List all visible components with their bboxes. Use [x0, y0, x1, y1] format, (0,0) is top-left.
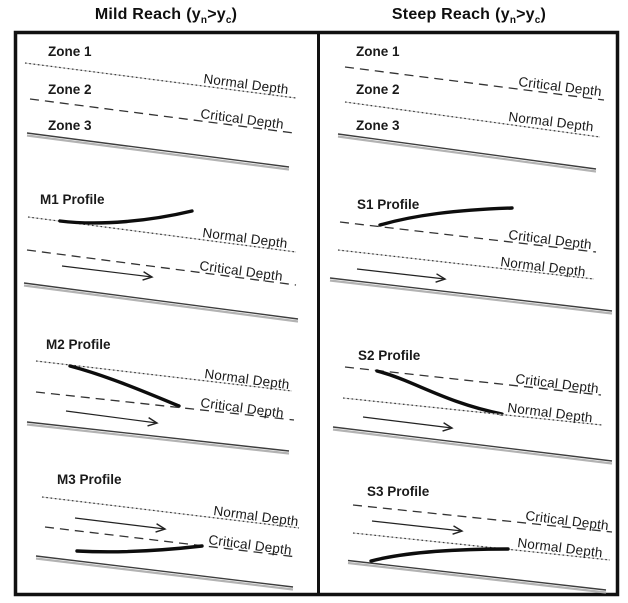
steep-reach-title: Steep Reach(yn>yc) — [318, 3, 620, 27]
channel-bed-shadow — [26, 134, 290, 171]
normal-depth-label: Normal Depth — [500, 254, 587, 279]
channel-bed-line — [347, 559, 607, 591]
m2-profile-curve — [68, 364, 181, 408]
cond-mid: >y — [207, 6, 226, 23]
normal-depth-line — [342, 397, 603, 426]
normal-depth-line — [352, 532, 611, 561]
steep-title-text: Steep Reach — [391, 6, 491, 23]
channel-bed-line — [337, 133, 597, 170]
cond-open: (y — [186, 6, 201, 23]
sub-n: n — [509, 15, 517, 27]
s2-profile-label: S2 Profile — [358, 348, 421, 363]
critical-depth-label: Critical Depth — [199, 258, 284, 284]
s3-profile-curve — [369, 547, 510, 563]
normal-depth-label: Normal Depth — [204, 366, 291, 392]
m2-profile-label: M2 Profile — [46, 337, 111, 352]
flow-direction-arrow — [74, 517, 165, 529]
s3-profile-label: S3 Profile — [367, 484, 430, 499]
normal-depth-line-underlay — [24, 62, 297, 99]
channel-bed-shadow — [329, 279, 613, 315]
channel-bed-line — [26, 421, 290, 452]
flow-direction-arrow — [362, 416, 452, 428]
mild-panel: Zone 1 Normal Depth Zone 2 Critical Dept… — [23, 44, 300, 591]
critical-depth-label: Critical Depth — [508, 227, 593, 252]
cond-mid: >y — [516, 6, 535, 23]
m1-profile-label: M1 Profile — [40, 192, 105, 207]
m2-profile-section: M2 Profile Normal Depth Critical Depth — [26, 337, 295, 455]
steep-zone3-label: Zone 3 — [356, 118, 400, 133]
channel-bed-line — [329, 277, 613, 312]
normal-depth-line-underlay — [344, 101, 601, 138]
cond-close: ) — [540, 6, 547, 23]
m1-profile-curve — [58, 209, 194, 225]
mild-zone1-label: Zone 1 — [48, 44, 92, 59]
critical-depth-line — [344, 366, 602, 396]
critical-depth-line — [26, 249, 297, 286]
s2-profile-curve — [375, 369, 504, 416]
normal-depth-label: Normal Depth — [213, 503, 300, 529]
s2-profile-section: S2 Profile Critical Depth Normal Depth — [332, 348, 613, 465]
normal-depth-label: Normal Depth — [517, 535, 604, 560]
flow-direction-arrow — [61, 265, 152, 277]
s1-profile-curve — [378, 206, 514, 227]
steep-zone1-label: Zone 1 — [356, 44, 400, 59]
normal-depth-line-underlay — [35, 360, 293, 392]
mild-zone3-label: Zone 3 — [48, 118, 92, 133]
cond-open: (y — [495, 6, 510, 23]
figure-border — [13, 30, 620, 597]
mild-zones-section: Zone 1 Normal Depth Zone 2 Critical Dept… — [24, 44, 297, 171]
critical-depth-label: Critical Depth — [208, 532, 293, 558]
sub-c: c — [225, 15, 232, 27]
channel-bed-shadow — [347, 561, 607, 594]
m3-profile-label: M3 Profile — [57, 472, 122, 487]
critical-depth-line — [344, 66, 605, 101]
critical-depth-line — [44, 526, 298, 558]
normal-depth-label: Normal Depth — [202, 225, 289, 251]
normal-depth-line-underlay — [337, 249, 595, 280]
channel-bed-shadow — [332, 428, 613, 465]
critical-depth-label: Critical Depth — [200, 395, 285, 421]
channel-bed-line — [23, 282, 299, 320]
steep-zones-section: Zone 1 Critical Depth Zone 2 Normal Dept… — [337, 44, 605, 173]
s1-profile-section: S1 Profile Critical Depth Normal Depth — [329, 197, 613, 315]
flow-direction-arrow — [371, 520, 462, 531]
s1-profile-label: S1 Profile — [357, 197, 420, 212]
steep-title-condition: (yn>yc) — [495, 6, 547, 27]
mild-zone2-label: Zone 2 — [48, 82, 92, 97]
steep-panel: Zone 1 Critical Depth Zone 2 Normal Dept… — [329, 44, 613, 594]
critical-depth-line — [339, 221, 597, 253]
critical-depth-label: Critical Depth — [200, 106, 285, 132]
normal-depth-line — [41, 496, 300, 529]
s3-profile-section: S3 Profile Critical Depth Normal Depth — [347, 484, 613, 594]
m1-profile-section: M1 Profile Normal Depth Critical Depth — [23, 192, 299, 323]
channel-bed-line — [26, 132, 290, 168]
mild-title-text: Mild Reach — [94, 6, 182, 23]
m3-profile-curve — [75, 544, 204, 554]
channel-bed-shadow — [337, 135, 597, 173]
flow-direction-arrow — [65, 410, 157, 423]
critical-depth-label: Critical Depth — [515, 371, 600, 396]
cond-close: ) — [231, 6, 238, 23]
critical-depth-label: Critical Depth — [525, 508, 610, 533]
channel-bed-line — [332, 426, 613, 462]
sub-n: n — [200, 15, 208, 27]
mild-title-condition: (yn>yc) — [186, 6, 238, 27]
steep-zone2-label: Zone 2 — [356, 82, 400, 97]
m3-profile-section: M3 Profile Normal Depth Critical Depth — [35, 472, 300, 591]
sub-c: c — [534, 15, 541, 27]
critical-depth-line — [352, 504, 613, 533]
normal-depth-label: Normal Depth — [203, 71, 290, 97]
normal-depth-label: Normal Depth — [507, 400, 594, 425]
channel-bed-line — [35, 555, 294, 588]
channel-bed-shadow — [23, 284, 299, 323]
channel-bed-shadow — [35, 557, 294, 591]
critical-depth-line — [35, 391, 295, 421]
channel-bed-shadow — [26, 423, 290, 455]
flow-direction-arrow — [356, 268, 445, 279]
mild-reach-title: Mild Reach(yn>yc) — [15, 3, 317, 27]
critical-depth-label: Critical Depth — [518, 74, 603, 99]
